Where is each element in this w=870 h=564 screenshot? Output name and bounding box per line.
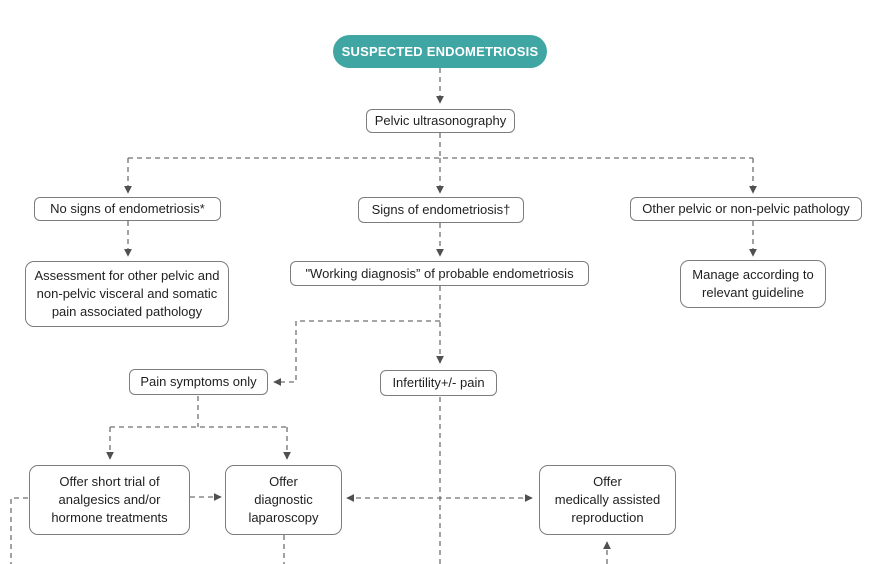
diagnostic-laparoscopy-node: Offer diagnostic laparoscopy — [225, 465, 342, 535]
infertility-node: Infertility+/- pain — [380, 370, 497, 396]
arrow-working-to-pain-only — [273, 320, 440, 386]
connector-pain-split — [110, 396, 287, 428]
working-diagnosis-node: "Working diagnosis” of probable endometr… — [290, 261, 589, 286]
short-trial-node: Offer short trial of analgesics and/or h… — [29, 465, 190, 535]
connector-ultrasound-split — [128, 133, 753, 159]
line-short-trial-left — [10, 497, 28, 564]
suspected-endometriosis-node: SUSPECTED ENDOMETRIOSIS — [333, 35, 547, 68]
assessment-node: Assessment for other pelvic and non-pelv… — [25, 261, 229, 327]
other-pathology-node: Other pelvic or non-pelvic pathology — [630, 197, 862, 221]
pain-symptoms-only-node: Pain symptoms only — [129, 369, 268, 395]
signs-node: Signs of endometriosis† — [358, 197, 524, 223]
medically-assisted-reproduction-node: Offer medically assisted reproduction — [539, 465, 676, 535]
manage-guideline-node: Manage according to relevant guideline — [680, 260, 826, 308]
pelvic-ultrasonography-node: Pelvic ultrasonography — [366, 109, 515, 133]
no-signs-node: No signs of endometriosis* — [34, 197, 221, 221]
